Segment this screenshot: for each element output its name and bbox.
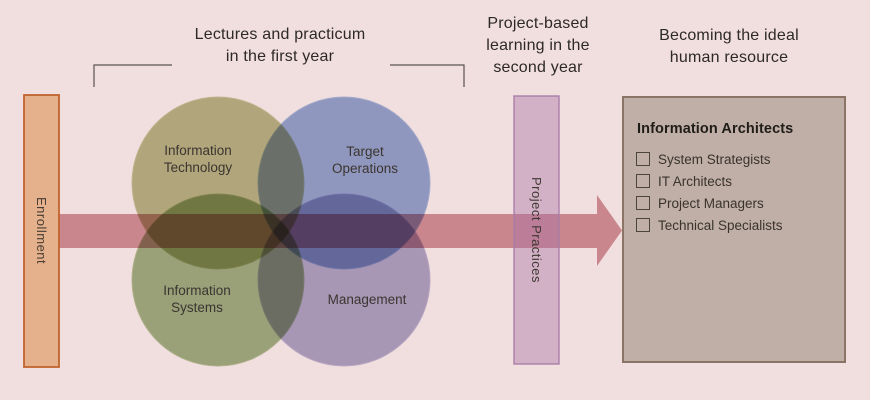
label-information-systems: Information Systems [132,282,262,316]
project-practices-bar [513,95,560,365]
role-item: IT Architects [636,170,834,192]
role-checkbox-icon[interactable] [636,174,650,188]
result-box: Information Architects System Strategist… [622,96,846,363]
label-management-line1: Management [327,292,407,307]
label-management: Management [302,291,432,308]
role-label: System Strategists [658,151,771,167]
label-information-systems-line1: Information [163,283,231,298]
bracket-right-segment [390,64,465,87]
role-checkbox-icon[interactable] [636,152,650,166]
role-item: System Strategists [636,148,834,170]
heading-second-year-line1: Project-based [487,15,589,32]
role-checkbox-icon[interactable] [636,196,650,210]
project-practices-bar-label: Project Practices [529,176,544,284]
role-item: Technical Specialists [636,214,834,236]
heading-ideal-resource-line1: Becoming the ideal [659,27,799,44]
label-information-technology: Information Technology [133,142,263,176]
heading-second-year-line3: second year [493,59,583,76]
role-label: IT Architects [658,173,733,189]
label-target-operations: Target Operations [300,143,430,177]
heading-second-year: Project-based learning in the second yea… [440,13,636,79]
label-information-technology-line2: Technology [163,160,233,175]
heading-ideal-resource-line2: human resource [669,49,789,66]
heading-ideal-resource: Becoming the ideal human resource [619,25,839,69]
heading-second-year-line2: learning in the [486,37,590,54]
label-target-operations-line1: Target [346,144,384,159]
role-item: Project Managers [636,192,834,214]
heading-first-year-line2: in the first year [225,48,335,65]
enrollment-bar-label: Enrollment [34,197,49,265]
role-checkbox-icon[interactable] [636,218,650,232]
role-label: Technical Specialists [658,217,783,233]
role-label: Project Managers [658,195,764,211]
label-information-systems-line2: Systems [171,300,223,315]
label-target-operations-line2: Operations [331,161,399,176]
flow-arrow [58,195,622,266]
bracket-left-segment [93,64,172,87]
heading-first-year-line1: Lectures and practicum [194,26,366,43]
result-box-title: Information Architects [637,121,794,137]
heading-first-year: Lectures and practicum in the first year [155,24,405,68]
enrollment-bar [23,94,60,368]
label-information-technology-line1: Information [164,143,232,158]
